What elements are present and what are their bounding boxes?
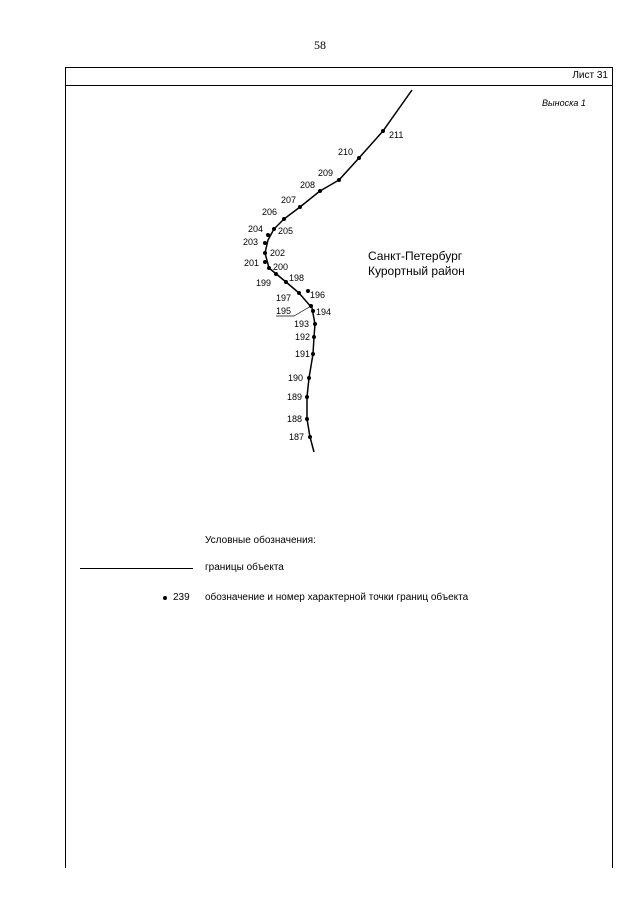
boundary-point-187 — [308, 435, 312, 439]
boundary-point-211 — [381, 129, 385, 133]
boundary-point-label-192: 192 — [295, 332, 310, 342]
boundary-point-196 — [306, 289, 310, 293]
boundary-point-label-207: 207 — [281, 195, 296, 205]
boundary-point-label-202: 202 — [270, 248, 285, 258]
boundary-point-202 — [263, 251, 267, 255]
legend-point-dot — [163, 596, 167, 600]
region-city: Санкт-Петербург — [368, 249, 463, 263]
legend-boundary-line — [80, 568, 193, 569]
boundary-point-label-190: 190 — [288, 373, 303, 383]
boundary-point-label-200: 200 — [273, 262, 288, 272]
legend-point-number: 239 — [173, 592, 190, 603]
boundary-point-209 — [337, 178, 341, 182]
page-number: 58 — [314, 38, 326, 52]
boundary-point-195 — [309, 304, 313, 308]
boundary-point-label-197: 197 — [276, 293, 291, 303]
boundary-point-204 — [266, 233, 270, 237]
region-label: Санкт-Петербург Курортный район — [368, 249, 465, 279]
boundary-point-193 — [313, 322, 317, 326]
boundary-point-200 — [267, 266, 271, 270]
boundary-point-191 — [311, 352, 315, 356]
boundary-point-label-204: 204 — [248, 224, 263, 234]
boundary-point-label-194: 194 — [316, 307, 331, 317]
sheet-frame: Лист 31 — [65, 67, 613, 868]
boundary-point-label-195: 195 — [276, 306, 291, 316]
boundary-point-label-211: 211 — [389, 130, 403, 140]
sheet-label: Лист 31 — [572, 70, 608, 81]
boundary-point-207 — [298, 205, 302, 209]
boundary-point-label-191: 191 — [295, 349, 310, 359]
boundary-point-208 — [318, 189, 322, 193]
boundary-point-label-205: 205 — [278, 226, 293, 236]
legend-title: Условные обозначения: — [205, 535, 316, 546]
boundary-point-label-206: 206 — [262, 207, 277, 217]
points-layer: 1871881891901911921931941951961971981992… — [243, 129, 403, 442]
boundary-point-203 — [263, 241, 267, 245]
legend-boundary-text: границы объекта — [205, 562, 284, 573]
legend-point-row: 239 обозначение и номер характерной точк… — [0, 592, 640, 606]
boundary-point-198 — [284, 280, 288, 284]
sheet-header: Лист 31 — [66, 68, 612, 86]
boundary-point-label-188: 188 — [287, 414, 302, 424]
boundary-point-label-189: 189 — [287, 392, 302, 402]
boundary-point-label-198: 198 — [289, 273, 304, 283]
boundary-point-label-199: 199 — [256, 278, 271, 288]
boundary-point-206 — [282, 217, 286, 221]
boundary-point-199 — [274, 272, 278, 276]
boundary-point-label-203: 203 — [243, 237, 258, 247]
boundary-point-210 — [357, 156, 361, 160]
boundary-point-label-208: 208 — [300, 180, 315, 190]
boundary-point-205 — [272, 227, 276, 231]
boundary-point-label-187: 187 — [289, 432, 304, 442]
boundary-point-194 — [311, 309, 315, 313]
boundary-point-189 — [305, 395, 309, 399]
boundary-point-label-201: 201 — [244, 258, 259, 268]
boundary-point-188 — [305, 417, 309, 421]
region-district: Курортный район — [368, 264, 465, 278]
boundary-point-label-209: 209 — [318, 168, 333, 178]
legend-point-text: обозначение и номер характерной точки гр… — [205, 592, 469, 603]
boundary-point-192 — [312, 335, 316, 339]
boundary-point-label-196: 196 — [310, 290, 325, 300]
boundary-point-190 — [307, 376, 311, 380]
boundary-point-197 — [297, 291, 301, 295]
boundary-point-label-193: 193 — [294, 319, 309, 329]
callout-label: Выноска 1 — [542, 98, 586, 108]
boundary-point-201 — [263, 260, 267, 264]
leader-line-195 — [293, 305, 312, 317]
boundary-point-label-210: 210 — [338, 147, 353, 157]
legend-boundary-row: границы объекта — [0, 562, 640, 576]
